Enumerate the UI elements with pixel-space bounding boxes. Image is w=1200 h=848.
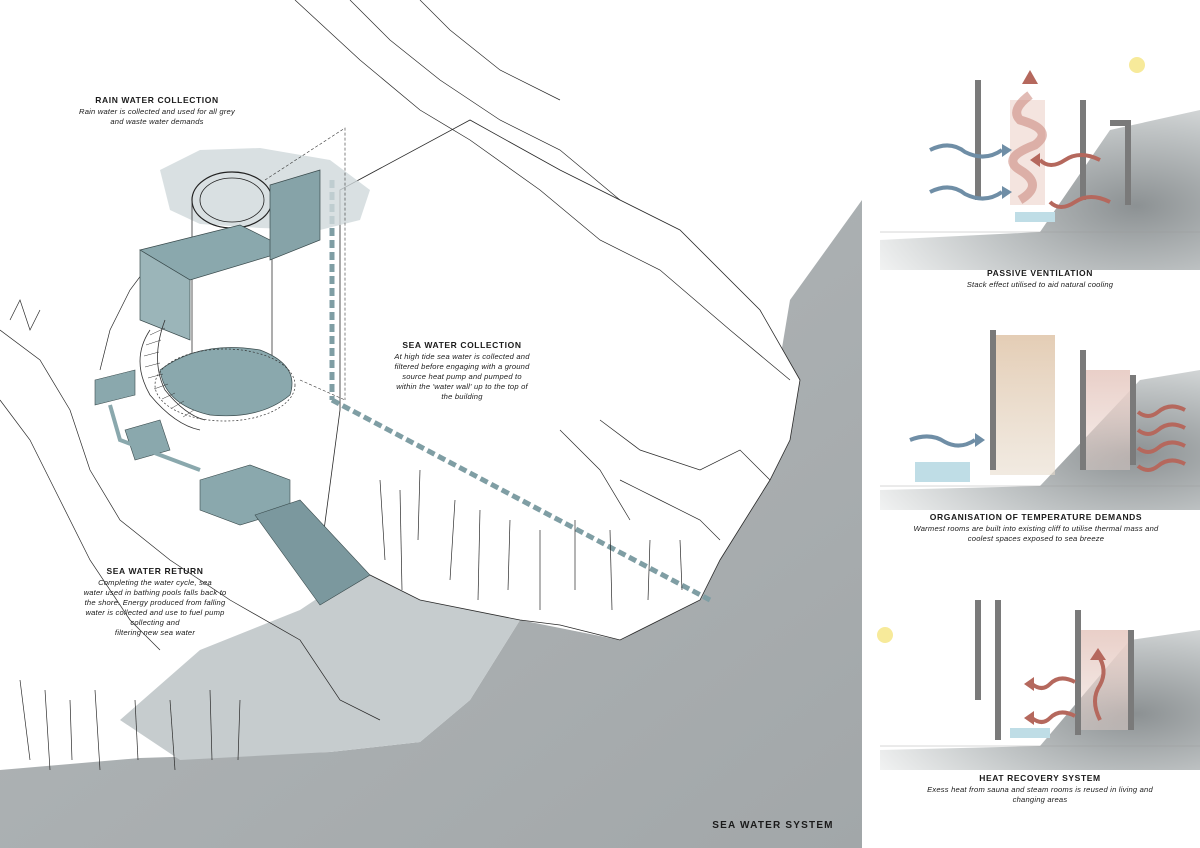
callout-heading: SEA WATER RETURN [106, 566, 204, 576]
caption-heading: PASSIVE VENTILATION [986, 268, 1093, 278]
upper-wall [139, 249, 191, 341]
warm-air-arrow [1038, 153, 1101, 167]
shore-water [120, 570, 520, 760]
site-axonometric [0, 0, 862, 848]
sun-icon [877, 627, 893, 643]
pool-rim [154, 348, 296, 422]
cliff-contours [0, 0, 791, 771]
cliff-gradient-1 [880, 110, 1200, 270]
pool-block [915, 462, 970, 482]
stair-treads [143, 327, 195, 418]
callout-line: the shore. Energy produced from falling [84, 598, 226, 607]
wall [990, 330, 996, 470]
arrow-head-icon [1002, 144, 1012, 157]
callout-sea-water-return: SEA WATER RETURN Completing the water cy… [40, 566, 270, 638]
callout-line: water is collected and use to fuel pump [85, 608, 225, 617]
callout-line: water used in bathing pools falls back t… [83, 588, 227, 597]
sun-icon [1129, 57, 1145, 73]
callout-line: At high tide sea water is collected and [394, 352, 530, 361]
wall [1130, 375, 1136, 465]
bathing-pool [159, 347, 293, 417]
warm-room-zone [1085, 370, 1130, 470]
callout-line: and waste water demands [110, 117, 204, 126]
cliff-heat-arrows [1136, 404, 1186, 472]
lower-block [124, 419, 171, 461]
caption-line: Exess heat from sauna and steam rooms is… [927, 785, 1153, 794]
caption-line: Warmest rooms are built into existing cl… [913, 524, 1159, 533]
callout-line: within the 'water wall' up to the top of [396, 382, 528, 391]
caption-temperature-demands: ORGANISATION OF TEMPERATURE DEMANDS Warm… [872, 512, 1200, 544]
callout-sea-water-collection: SEA WATER COLLECTION At high tide sea wa… [357, 340, 567, 402]
pool-strip [1015, 212, 1055, 222]
section-passive-ventilation [880, 57, 1200, 270]
up-arrow-icon [1022, 70, 1038, 84]
wall [995, 600, 1001, 740]
arrow-head-icon [1090, 648, 1106, 660]
cliff-gradient-3 [880, 630, 1200, 770]
arrow-head-icon [1002, 186, 1012, 199]
section-heat-recovery [877, 600, 1200, 770]
callout-heading: RAIN WATER COLLECTION [95, 95, 219, 105]
arrow-head-icon [1024, 711, 1034, 725]
section-temperature-demands [880, 330, 1200, 510]
caption-line: Stack effect utilised to aid natural coo… [966, 280, 1114, 289]
caption-line: coolest spaces exposed to sea breeze [967, 534, 1105, 543]
callout-line: collecting and [130, 618, 180, 627]
callout-line: the building [441, 392, 483, 401]
spiral-stair [139, 319, 206, 431]
heat-transfer-arrow [1030, 710, 1076, 724]
return-chute [254, 499, 371, 606]
concrete-ground [0, 200, 862, 848]
slab [1110, 120, 1130, 126]
callout-line: Rain water is collected and used for all… [79, 107, 235, 116]
caption-heading: HEAT RECOVERY SYSTEM [979, 773, 1101, 783]
heat-rise-arrow [1093, 653, 1106, 721]
breeze-arrow [909, 434, 977, 448]
wall [1080, 100, 1086, 200]
wall [1125, 120, 1131, 205]
callout-line: filtered before engaging with a ground [394, 362, 530, 371]
breeze-arrow [929, 143, 1004, 159]
wall [1128, 630, 1134, 730]
callout-heading: SEA WATER COLLECTION [402, 340, 522, 350]
cistern-inner [199, 177, 265, 223]
tower-fin [269, 169, 321, 261]
arrow-head-icon [1030, 153, 1040, 167]
caption-heat-recovery: HEAT RECOVERY SYSTEM Exess heat from sau… [880, 773, 1200, 805]
wall [1080, 350, 1086, 470]
breeze-arrow [929, 185, 1004, 201]
callout-rain-water: RAIN WATER COLLECTION Rain water is coll… [42, 95, 272, 127]
wall [975, 80, 981, 200]
sheet-title: SEA WATER SYSTEM [712, 820, 834, 831]
building-axonometric [94, 127, 371, 606]
wall [1075, 610, 1081, 735]
collection-frame [264, 127, 346, 401]
wall [975, 600, 981, 700]
pool-strip [1010, 728, 1050, 738]
arrow-head-icon [1024, 677, 1034, 691]
stack-spiral [1008, 91, 1047, 204]
caption-heading: ORGANISATION OF TEMPERATURE DEMANDS [929, 512, 1143, 522]
return-channel [108, 404, 201, 472]
lower-platform [94, 369, 136, 406]
callout-line: Completing the water cycle, sea [98, 578, 212, 587]
sauna-zone [1080, 630, 1130, 730]
caption-line: changing areas [1012, 795, 1068, 804]
heat-transfer-arrow [1030, 676, 1076, 690]
callout-line: source heat pump and pumped to [402, 372, 522, 381]
rain-collection-wash [160, 148, 370, 230]
caption-passive-ventilation: PASSIVE VENTILATION Stack effect utilise… [880, 268, 1200, 290]
thermal-mass-zone [990, 335, 1055, 475]
arrow-head-icon [975, 433, 985, 447]
warm-air-arrow [1048, 195, 1111, 209]
callout-line: filtering new sea water [114, 628, 196, 637]
